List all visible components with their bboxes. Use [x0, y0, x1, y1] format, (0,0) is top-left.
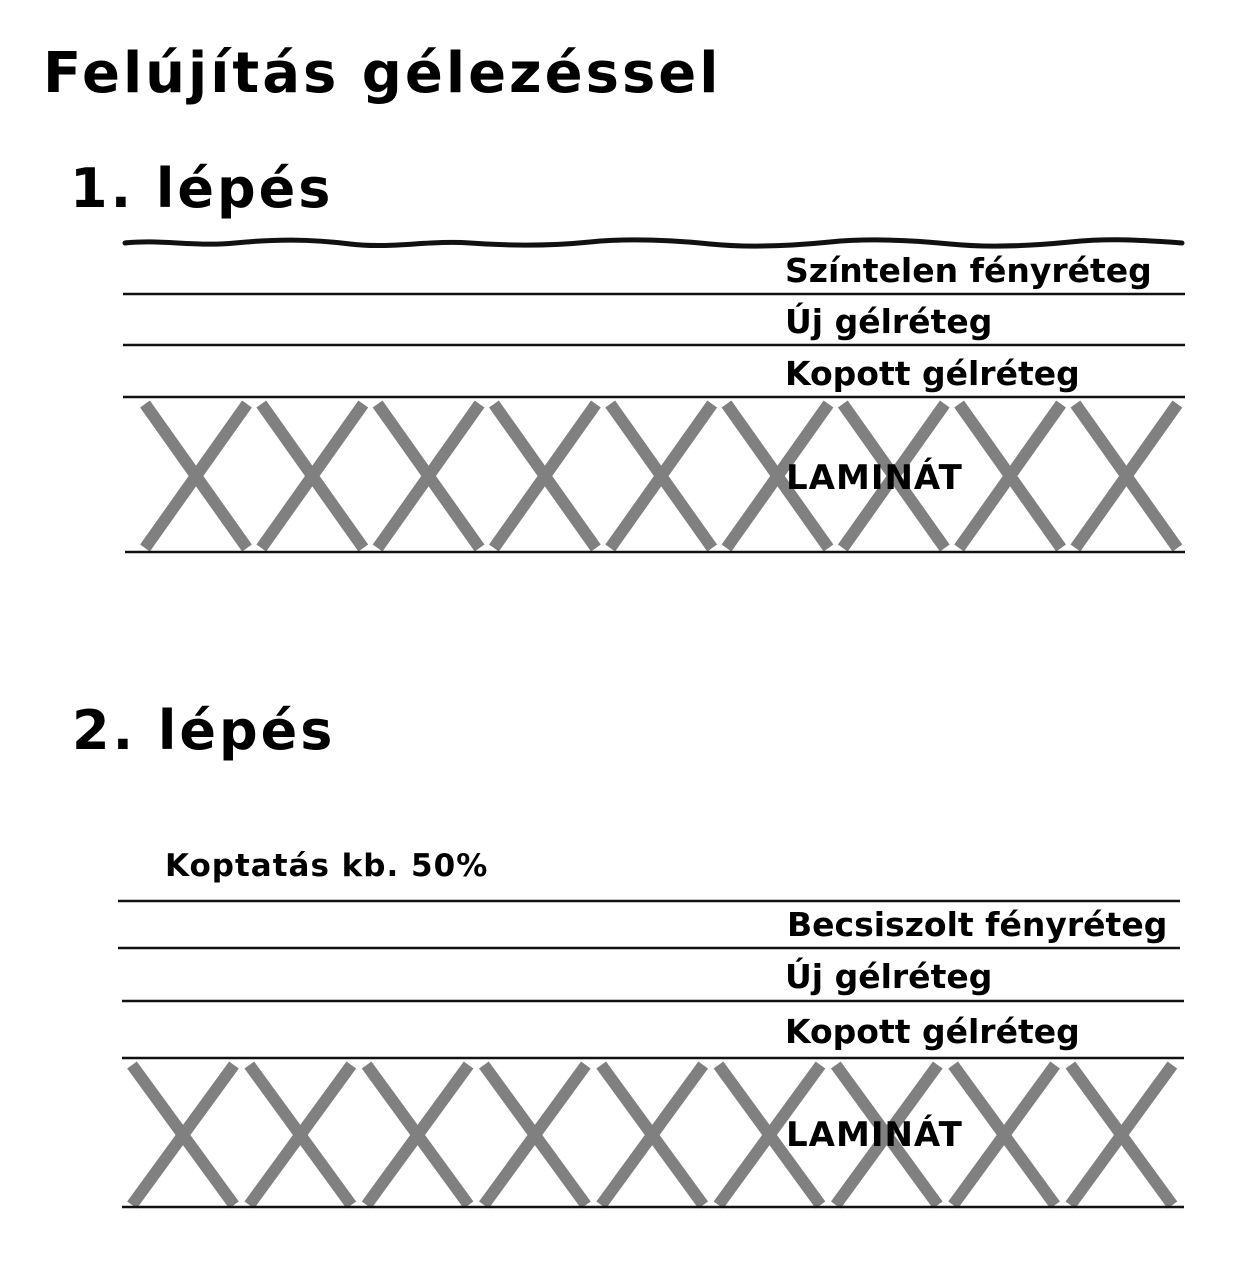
laminate-x-stroke [954, 400, 1066, 552]
laminate-x-stroke [721, 400, 834, 552]
laminate-x-stroke [489, 400, 601, 552]
step-2-heading: 2. lépés [72, 699, 335, 762]
laminate-x-stroke [837, 400, 950, 552]
step-1-laminate-label: LAMINÁT [786, 457, 963, 498]
laminate-x-stroke [244, 1061, 357, 1209]
step-2-layer-label-sanded-coat: Becsiszolt fényréteg [787, 905, 1167, 944]
laminate-x-stroke [361, 1061, 474, 1209]
laminate-x-stroke [713, 1061, 826, 1209]
step-1-rough-surface-line [122, 237, 1185, 249]
step-1-heading: 1. lépés [70, 157, 333, 220]
laminate-x-stroke [596, 1061, 709, 1209]
laminate-x-stroke [605, 400, 718, 552]
laminate-x-stroke [948, 1061, 1060, 1209]
laminate-x-stroke [479, 1061, 591, 1209]
laminate-x-stroke [127, 1061, 239, 1209]
step-2: 2. lépés Koptatás kb. 50% Becsiszolt fén… [72, 699, 1184, 1209]
page-title: Felújítás gélezéssel [43, 41, 721, 106]
step-2-layer-label-worn-gel: Kopott gélréteg [785, 1012, 1080, 1051]
laminate-x-stroke [1065, 1061, 1178, 1209]
step-1-layer-label-new-gel: Új gélréteg [785, 301, 992, 341]
laminate-x-stroke [256, 400, 369, 552]
laminate-x-stroke [1070, 400, 1183, 552]
step-1-layer-label-worn-gel: Kopott gélréteg [785, 354, 1080, 393]
laminate-x-stroke [830, 1061, 943, 1209]
step-1-layer-label-clear-coat: Színtelen fényréteg [785, 251, 1152, 290]
step-2-laminate-pattern [127, 1061, 1178, 1209]
step-2-layer-label-new-gel: Új gélréteg [785, 956, 992, 996]
step-1: 1. lépés Színtelen fényréteg Új gélréteg… [70, 157, 1185, 554]
laminate-x-stroke [372, 400, 485, 552]
step-2-laminate-label: LAMINÁT [786, 1114, 963, 1155]
laminate-x-stroke [140, 400, 252, 552]
step-2-abrasion-note: Koptatás kb. 50% [165, 848, 488, 884]
step-1-laminate-pattern [140, 400, 1183, 552]
